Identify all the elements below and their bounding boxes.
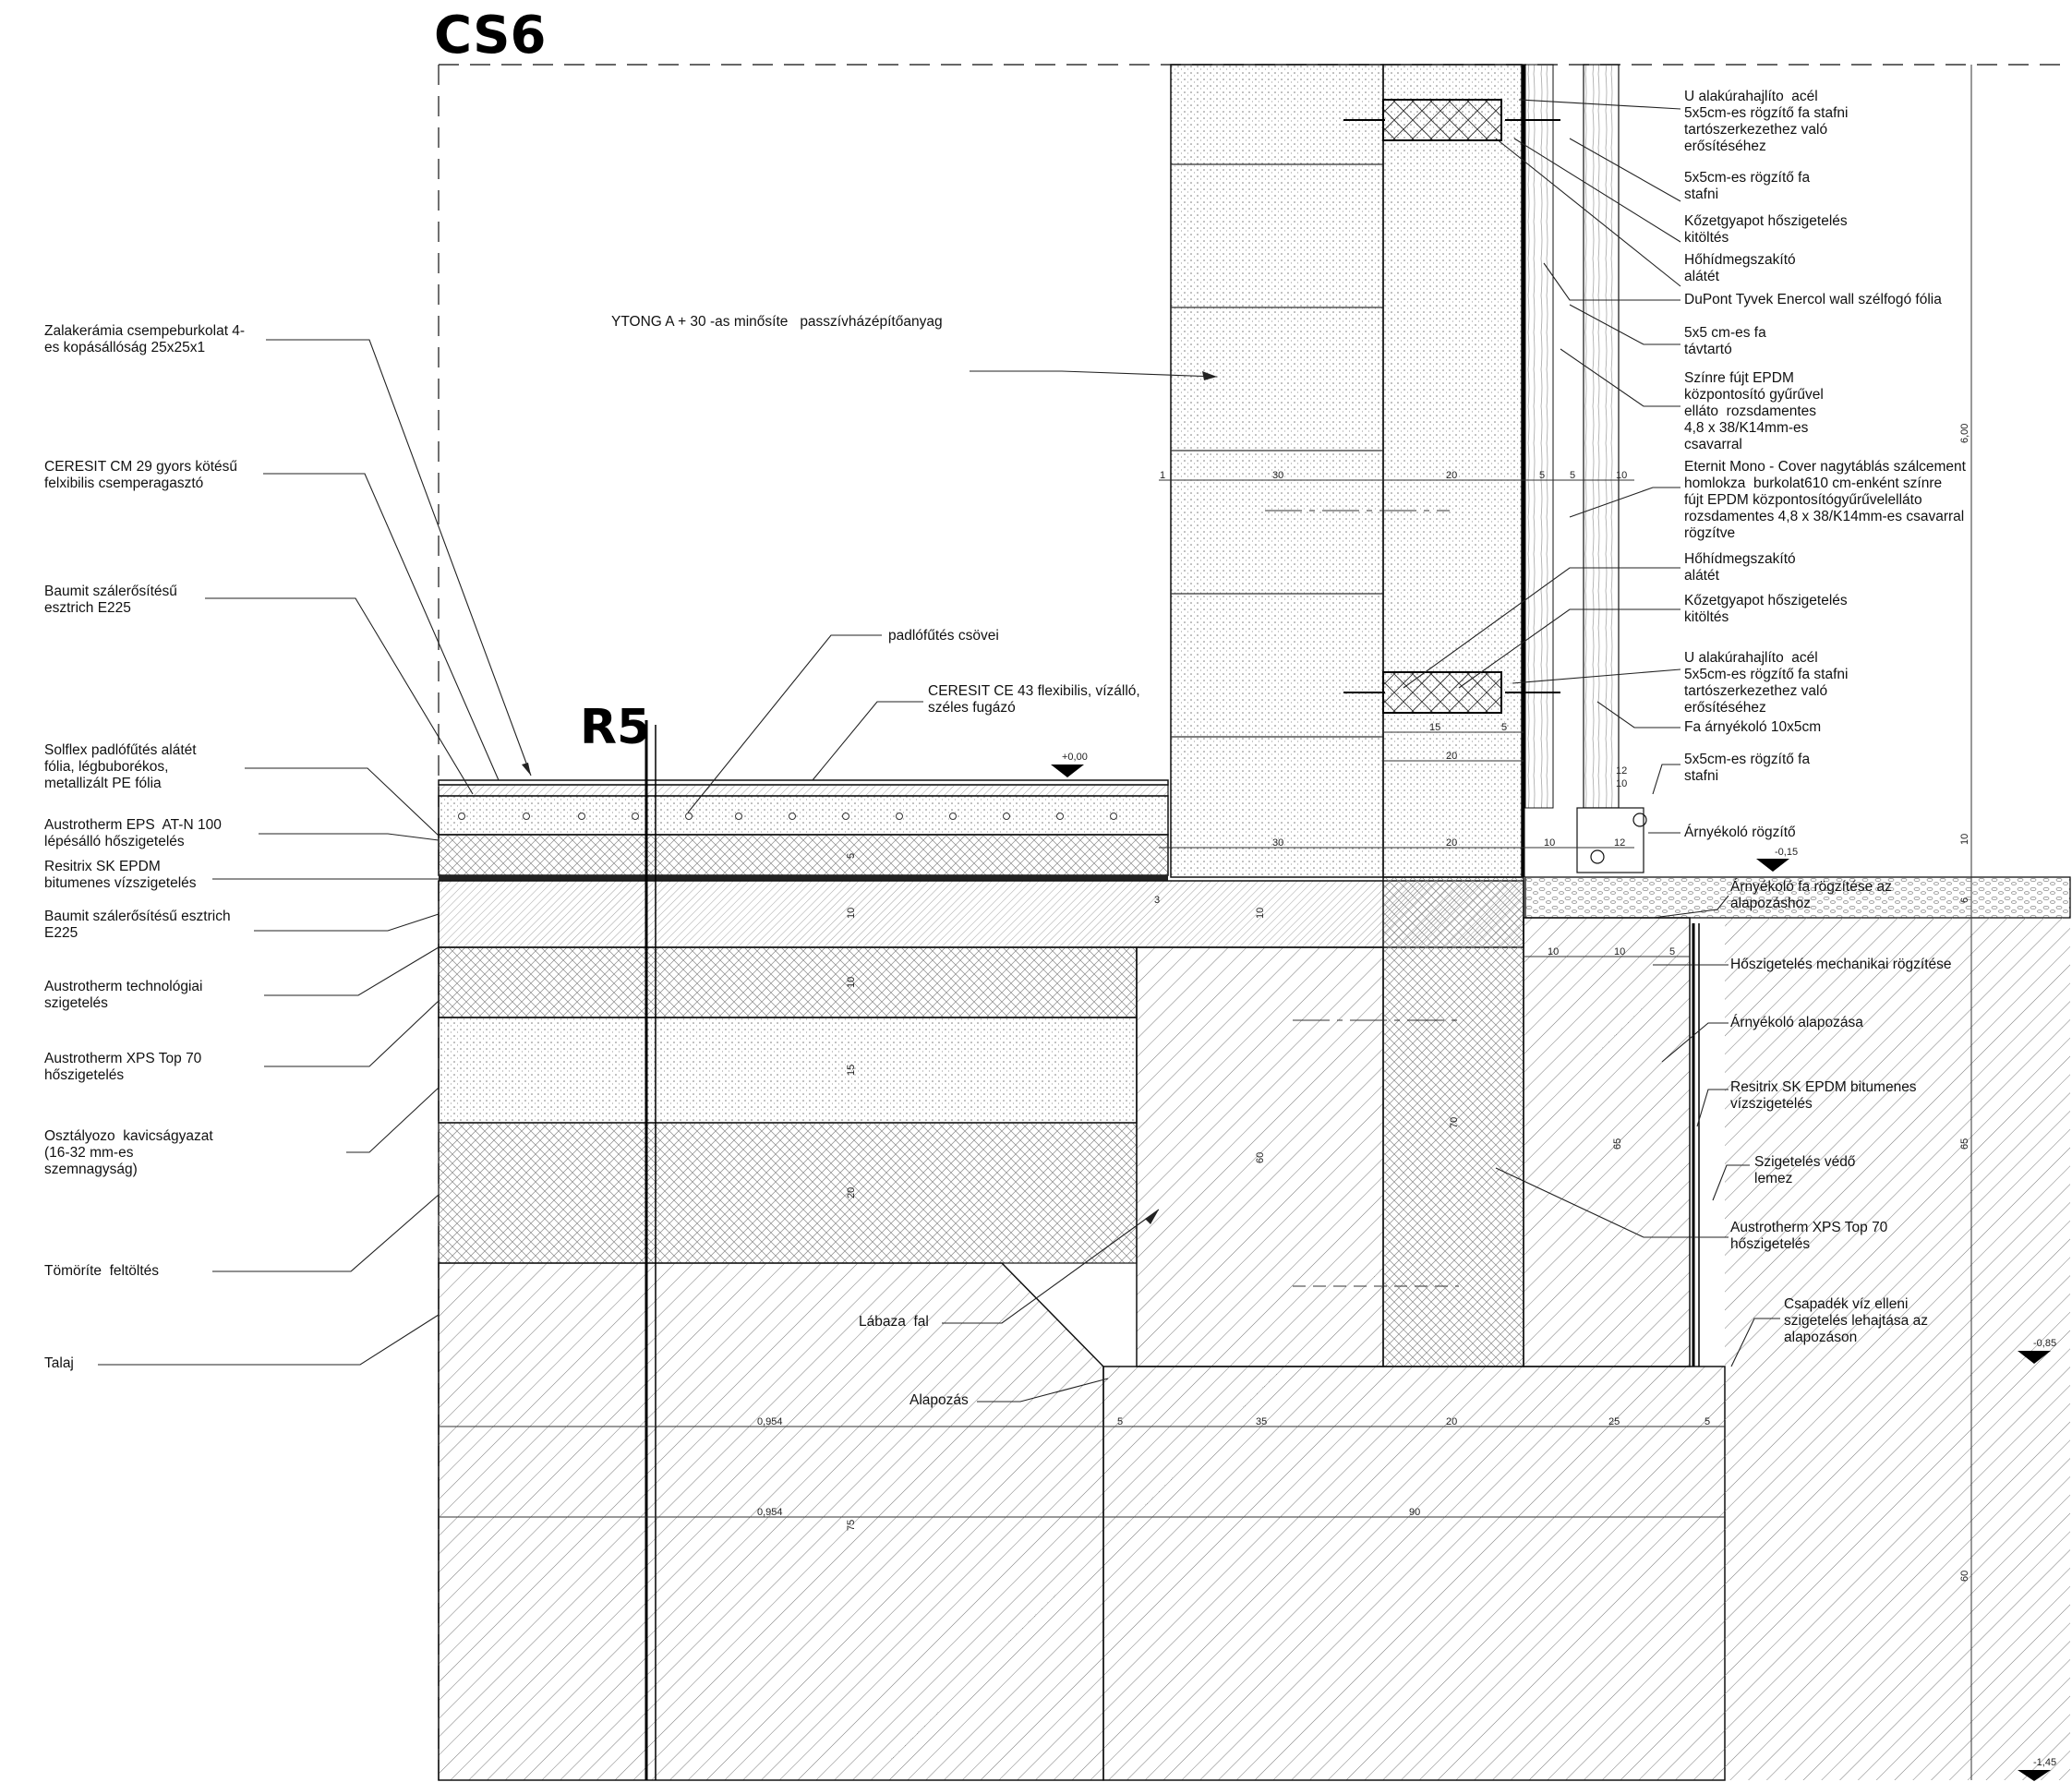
- dim-wallvert-65: 65: [1612, 1138, 1623, 1150]
- wall-label-break-top: Hőhídmegszakító alátét: [1684, 252, 1796, 284]
- floor-label-epdm: Resitrix SK EPDM bitumenes vízszigetelés: [44, 859, 197, 891]
- level-145: -1,45: [2033, 1757, 2056, 1768]
- wall-label-rockwool-top: Kőzetgyapot hőszigetelés kitöltés: [1684, 213, 1848, 246]
- lower-label-xps: Austrotherm XPS Top 70 hőszigetelés: [1730, 1220, 1888, 1252]
- dim-wallvert-10: 10: [1255, 908, 1266, 919]
- wall-label-steel-top: U alakúrahajlíto acél 5x5cm-es rögzítő f…: [1684, 89, 1849, 154]
- dim-lower-5: 5: [1669, 946, 1675, 957]
- dim-footing-5a: 5: [1117, 1416, 1123, 1427]
- dim-wall-1: 1: [1160, 470, 1165, 481]
- dim-vert-15: 15: [846, 1065, 857, 1076]
- wall-label-shade-fixing: Árnyékoló rögzítő: [1684, 825, 1796, 840]
- dim-footing-90: 90: [1409, 1507, 1420, 1518]
- dim-wallvert-60: 60: [1255, 1152, 1266, 1163]
- dim-vert-75: 75: [846, 1520, 857, 1531]
- floor-label-tech-ins: Austrotherm technológiai szigetelés: [44, 979, 203, 1011]
- plinth-wall-label: Lábaza fal: [859, 1314, 929, 1330]
- heating-pipes-label: padlófűtés csövei: [888, 628, 999, 644]
- dim-wall-10: 10: [1616, 470, 1627, 481]
- dim-base-30: 30: [1272, 837, 1283, 849]
- wall-label-batten-bottom: 5x5cm-es rögzítő fa stafni: [1684, 752, 1811, 784]
- wall-label-break-bottom: Hőhídmegszakító alátét: [1684, 551, 1796, 584]
- dim-batten-15: 15: [1429, 722, 1440, 733]
- floor-label-screed: Baumit szálerősítésű esztrich E225: [44, 584, 177, 616]
- axis-label: R5: [580, 700, 651, 755]
- material-label: YTONG A + 30 -as minősíte passzívházépít…: [611, 314, 943, 330]
- dim-right-6: 6: [1959, 897, 1970, 903]
- dim-wall-30: 30: [1272, 470, 1283, 481]
- dim-base-10: 10: [1544, 837, 1555, 849]
- wall-label-eternit: Eternit Mono - Cover nagytáblás szálceme…: [1684, 459, 1966, 541]
- dim-shade-12b: 12: [1614, 837, 1625, 849]
- floor-label-eps: Austrotherm EPS AT-N 100 lépésálló hőszi…: [44, 817, 222, 849]
- level-085: -0,85: [2033, 1338, 2056, 1349]
- wall-label-tyvek: DuPont Tyvek Enercol wall szélfogó fólia: [1684, 292, 1942, 307]
- dim-right-60: 60: [1959, 1571, 1970, 1582]
- lower-label-epdm: Resitrix SK EPDM bitumenes vízszigetelés: [1730, 1079, 1917, 1112]
- dim-vert-20: 20: [846, 1187, 857, 1198]
- floor-label-screed2: Baumit szálerősítésű esztrich E225: [44, 909, 231, 941]
- level-015: -0,15: [1775, 847, 1798, 858]
- floor-label-foil: Solflex padlófűtés alátét fólia, légbubo…: [44, 742, 197, 791]
- dim-base-20: 20: [1446, 837, 1457, 849]
- wall-label-steel-bottom: U alakúrahajlíto acél 5x5cm-es rögzítő f…: [1684, 650, 1849, 716]
- foundation-label: Alapozás: [910, 1392, 969, 1408]
- grout-label: CERESIT CE 43 flexibilis, vízálló, széle…: [928, 683, 1140, 716]
- wall-label-rockwool-bottom: Kőzetgyapot hőszigetelés kitöltés: [1684, 593, 1848, 625]
- lower-label-mech-fix: Hőszigetelés mechanikai rögzítése: [1730, 957, 1952, 972]
- lower-label-protect: Szigetelés védő lemez: [1754, 1154, 1856, 1186]
- floor-label-adhesive: CERESIT CM 29 gyors kötésű felxibilis cs…: [44, 459, 238, 491]
- dim-lower-10a: 10: [1548, 946, 1559, 957]
- wall-label-spacer: 5x5 cm-es fa távtartó: [1684, 325, 1766, 357]
- floor-label-fill: Tömöríte feltöltés: [44, 1263, 160, 1279]
- dim-wall-5b: 5: [1570, 470, 1575, 481]
- dim-wall-5a: 5: [1539, 470, 1545, 481]
- dim-vert-5: 5: [846, 853, 857, 859]
- dim-right-10: 10: [1959, 834, 1970, 845]
- floor-label-tile: Zalakerámia csempeburkolat 4- es kopásál…: [44, 323, 246, 355]
- level-0: +0,00: [1062, 752, 1088, 763]
- dim-footing-35: 35: [1256, 1416, 1267, 1427]
- lower-label-rain: Csapadék víz elleni szigetelés lehajtása…: [1784, 1296, 1928, 1345]
- lower-label-shade-fix: Árnyékoló fa rögzítése az alapozáshoz: [1730, 879, 1892, 911]
- section-title: CS6: [434, 6, 547, 66]
- floor-label-gravel: Osztályozo kavicságyazat (16-32 mm-es sz…: [44, 1128, 213, 1177]
- dim-batten-5: 5: [1501, 722, 1507, 733]
- dim-footing-25: 25: [1608, 1416, 1620, 1427]
- floor-label-soil: Talaj: [44, 1355, 74, 1371]
- dim-shade-12: 12: [1616, 765, 1627, 777]
- dim-batten-20: 20: [1446, 751, 1457, 762]
- dim-wall-20: 20: [1446, 470, 1457, 481]
- dim-left-width-a: 0,954: [757, 1416, 783, 1427]
- dim-right-65: 65: [1959, 1138, 1970, 1150]
- dim-small-3: 3: [1154, 895, 1160, 906]
- dim-wallvert-70: 70: [1449, 1117, 1460, 1128]
- wall-label-shade: Fa árnyékoló 10x5cm: [1684, 719, 1822, 735]
- dim-footing-5b: 5: [1705, 1416, 1710, 1427]
- dim-shade-10: 10: [1616, 778, 1627, 789]
- wall-label-screw: Színre fújt EPDM központosító gyűrűvel e…: [1684, 370, 1824, 452]
- wall-label-batten-top: 5x5cm-es rögzítő fa stafni: [1684, 170, 1811, 202]
- dim-right-600: 6,00: [1959, 424, 1970, 443]
- dim-lower-10b: 10: [1614, 946, 1625, 957]
- dim-vert-10b: 10: [846, 977, 857, 988]
- dim-footing-20: 20: [1446, 1416, 1457, 1427]
- lower-label-shade-base: Árnyékoló alapozása: [1730, 1015, 1863, 1030]
- dim-vert-10a: 10: [846, 908, 857, 919]
- floor-label-xps: Austrotherm XPS Top 70 hőszigetelés: [44, 1051, 202, 1083]
- dim-left-width-b: 0,954: [757, 1507, 783, 1518]
